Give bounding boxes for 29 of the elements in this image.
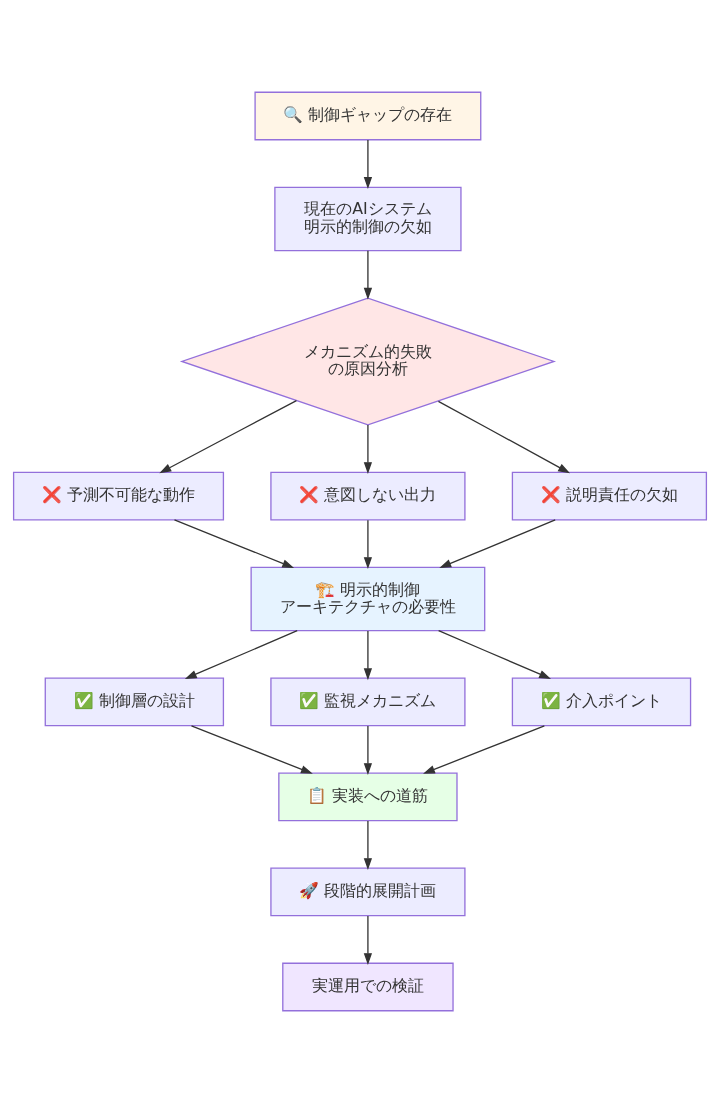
- arrow: [363, 724, 373, 775]
- arrow: [363, 819, 373, 870]
- arrow: [363, 423, 373, 474]
- arrow: [184, 629, 298, 679]
- arrow: [437, 629, 552, 679]
- node-box: 現在のAIシステム 明示的制御の欠如: [274, 186, 462, 251]
- node-box: ❌ 説明責任の欠如: [511, 471, 708, 520]
- node-box: 🏗 明示的制御 アーキテクチャの必要性: [250, 566, 486, 631]
- arrow: [159, 399, 298, 473]
- node-box: 🚀 段階的展開計画: [270, 867, 466, 916]
- node-box: ✅ 介入ポイント: [511, 677, 692, 726]
- node-box: 実運用での検証: [282, 962, 454, 1011]
- arrow: [173, 518, 295, 568]
- node-box: ✅ 監視メカニズム: [270, 677, 466, 726]
- arrow: [423, 724, 545, 774]
- arrow: [439, 518, 556, 568]
- node-box: ❌ 意図しない出力: [270, 471, 466, 520]
- node-box: ❌ 予測不可能な動作: [12, 471, 225, 520]
- arrow: [363, 249, 373, 300]
- arrow: [363, 519, 373, 569]
- node-box: ✅ 制御層の設計: [44, 677, 225, 726]
- arrow: [363, 914, 373, 965]
- arrow: [363, 629, 373, 680]
- node-diamond: メカニズム的失敗の原因分析: [179, 296, 557, 425]
- arrow: [190, 724, 313, 774]
- arrow: [363, 138, 373, 189]
- node-box: 📋 実装への道筋: [278, 772, 458, 821]
- arrow: [437, 400, 571, 473]
- node-box: 🔍 制御ギャップの存在: [254, 91, 482, 140]
